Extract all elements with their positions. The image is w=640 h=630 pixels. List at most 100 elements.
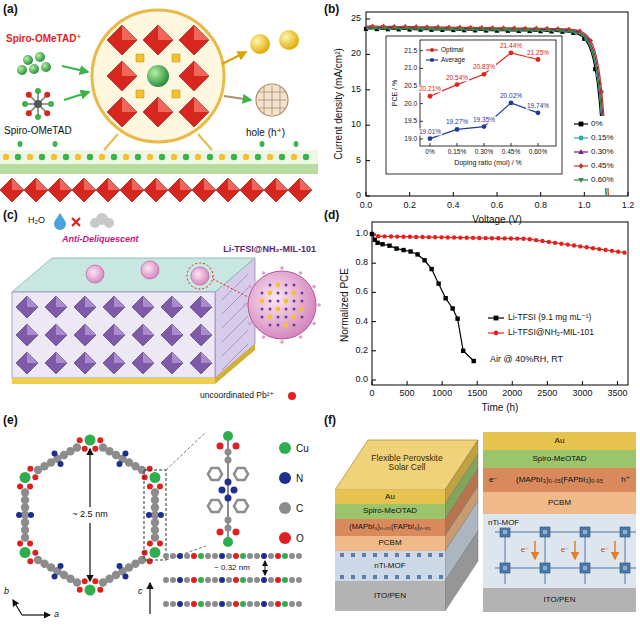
oxygen-atom	[97, 437, 103, 443]
layer-atom	[296, 577, 302, 583]
cation-cube	[136, 54, 144, 62]
carbon-atom	[34, 556, 42, 564]
oxygen-atom	[217, 443, 224, 450]
tick-label: 0.0	[355, 375, 368, 385]
mof-node	[340, 553, 344, 557]
slab-top	[12, 258, 255, 292]
dopant-bead	[183, 154, 189, 160]
layer-atom	[268, 577, 274, 583]
plot-frame	[372, 222, 628, 385]
flow-arrow	[62, 66, 88, 72]
panel-label: (b)	[324, 3, 339, 16]
data-marker	[372, 27, 377, 31]
octahedron-facet	[252, 178, 264, 190]
oxidized-molecule	[35, 52, 45, 62]
layer-atom	[163, 577, 169, 583]
data-label: 20.21%	[418, 86, 442, 93]
legend-label: 0.45%	[591, 162, 614, 171]
pce-line	[430, 103, 538, 139]
octahedron-facet	[172, 352, 183, 363]
oxygen-atom	[147, 466, 153, 472]
nitrogen-atom	[225, 479, 232, 486]
tick	[366, 196, 370, 197]
layer-label: Spiro-MeOTAD	[532, 455, 586, 464]
dimension-arrow	[265, 561, 266, 575]
oxygen-atom	[217, 529, 224, 536]
mof-node-core	[583, 566, 587, 570]
data-marker	[458, 235, 462, 239]
mof-node	[384, 553, 388, 557]
data-marker	[494, 331, 499, 336]
nitrogen-atom	[122, 573, 128, 579]
data-marker	[558, 29, 563, 33]
tick	[582, 381, 583, 385]
dopant-bead	[99, 154, 105, 160]
layer-atom	[289, 601, 295, 607]
dimension-arrow	[89, 449, 90, 507]
mof-particle	[86, 265, 104, 283]
mof-linker	[624, 532, 626, 584]
tick	[372, 381, 373, 385]
axis-arrow	[22, 614, 50, 615]
data-marker	[464, 236, 468, 240]
octahedron-facet	[228, 178, 240, 190]
data-marker	[578, 178, 583, 183]
condition-note: Air @ 40%RH, RT	[490, 355, 563, 365]
layer-atom	[261, 601, 267, 607]
mof-node	[500, 527, 510, 537]
mof-node	[362, 553, 366, 557]
octahedron	[143, 97, 173, 127]
tick-label: 1.0	[578, 201, 591, 211]
dopant-bead	[171, 154, 177, 160]
dimension-label: ~ 0.32 nm	[214, 564, 250, 573]
octahedron-facet	[27, 352, 38, 363]
carbon-atom	[151, 503, 159, 511]
layer-label: ITO/PEN	[374, 592, 406, 601]
octahedron	[190, 324, 212, 346]
layer-label: nTi-MOF	[487, 519, 520, 528]
octahedron	[288, 178, 312, 202]
mof-node-core	[543, 530, 547, 534]
octahedron	[45, 296, 67, 318]
molecule-label: Spiro-OMeTAD⁺	[6, 33, 82, 44]
legend-label: Li-TFSI (9.1 mg mL⁻¹)	[508, 313, 591, 322]
perovskite-layer: (MAPbI₃)₀.₀₅(FAPbI₃)₀.₉₅	[335, 519, 445, 536]
mof-atom	[277, 316, 280, 319]
aromatic-ring	[208, 468, 222, 480]
tick	[511, 143, 512, 146]
molecule-atom	[26, 92, 32, 98]
octahedron-facet	[143, 352, 154, 363]
octahedron-facet	[201, 352, 212, 363]
nitrogen-atom	[52, 451, 58, 457]
mof-halo	[317, 303, 321, 307]
data-label: 21.25%	[526, 49, 550, 56]
oxygen-atom	[27, 466, 33, 472]
layer-atom	[247, 577, 253, 583]
oxygen-atom	[77, 587, 83, 593]
layer-atom	[233, 553, 239, 559]
layer-atom	[163, 601, 169, 607]
mof-node	[580, 527, 590, 537]
axis-title: Current density (mA/cm²)	[333, 48, 344, 160]
legend-label: Li-TFSI@NH₂-MIL-101	[508, 328, 594, 337]
octahedron	[132, 324, 154, 346]
droplet	[53, 141, 58, 147]
dopant-bead	[3, 154, 9, 160]
data-marker	[414, 235, 418, 239]
octahedron-facet	[56, 352, 67, 363]
mof-node	[373, 575, 377, 579]
data-marker	[455, 82, 460, 87]
tick-label: 19.5	[404, 118, 417, 125]
layer-atom	[184, 553, 190, 559]
oxygen-atom	[92, 578, 98, 584]
dopant-bead	[303, 154, 309, 160]
data-marker	[436, 281, 440, 285]
layer-label: h⁺	[621, 476, 630, 485]
carbon-atom	[151, 518, 159, 526]
dopant-bead	[27, 154, 33, 160]
data-marker	[420, 235, 424, 239]
dopant-bead	[135, 154, 141, 160]
oxygen-atom	[27, 484, 33, 490]
panel-d-chart	[370, 222, 628, 385]
octahedron	[179, 61, 209, 91]
